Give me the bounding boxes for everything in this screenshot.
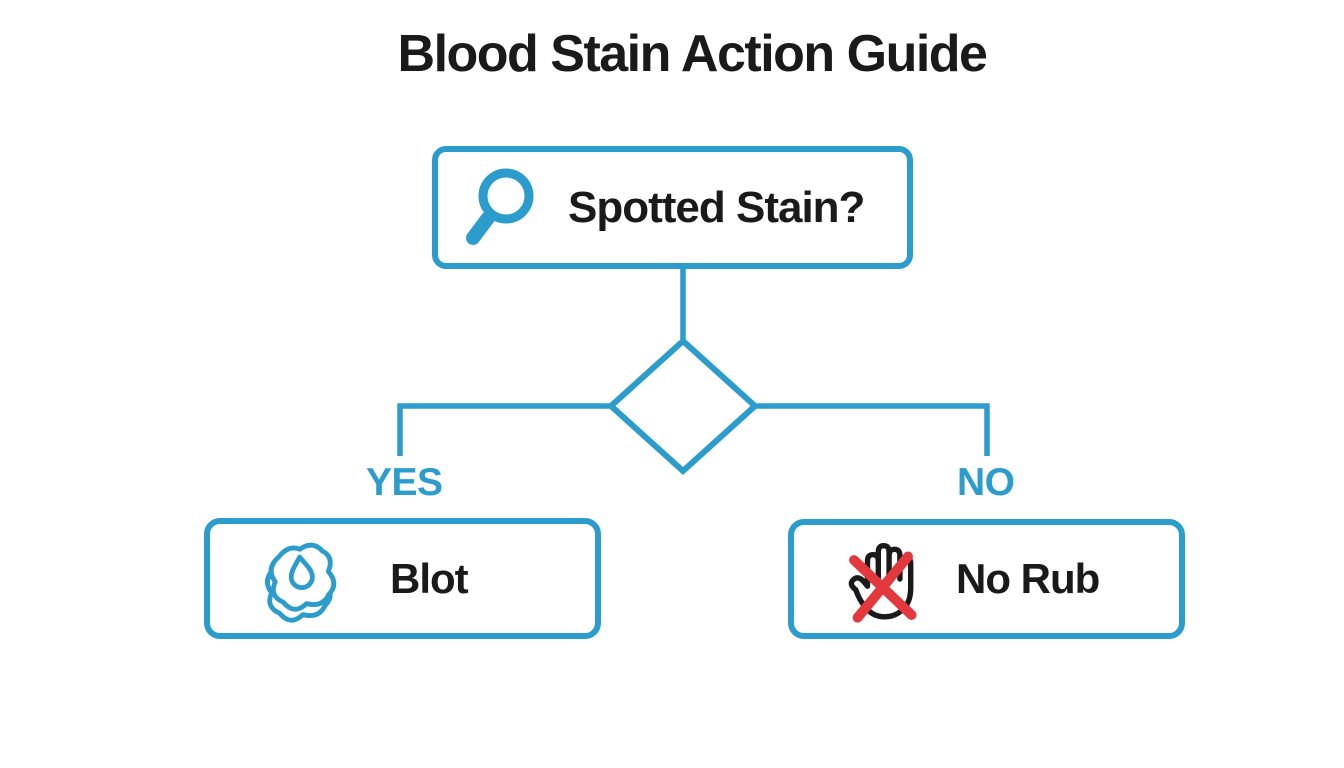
decision-diamond: [606, 336, 760, 476]
question-node: Spotted Stain?: [432, 146, 913, 269]
page-title: Blood Stain Action Guide: [397, 25, 988, 83]
magnifier-icon: [466, 168, 534, 245]
outcome-no-rub-label: No Rub: [956, 555, 1100, 602]
outcome-node-no-rub: No Rub: [788, 519, 1185, 639]
no-rub-hand-icon: [848, 543, 917, 623]
question-node-label: Spotted Stain?: [568, 182, 865, 232]
branch-label-no: NO: [957, 461, 1015, 504]
connector-yes: [397, 403, 616, 456]
outcome-blot-label: Blot: [390, 554, 469, 602]
branch-label-yes: YES: [366, 461, 443, 504]
blot-cloth-icon: [265, 542, 337, 623]
connector-no: [750, 403, 990, 456]
outcome-node-blot: Blot: [204, 518, 601, 639]
